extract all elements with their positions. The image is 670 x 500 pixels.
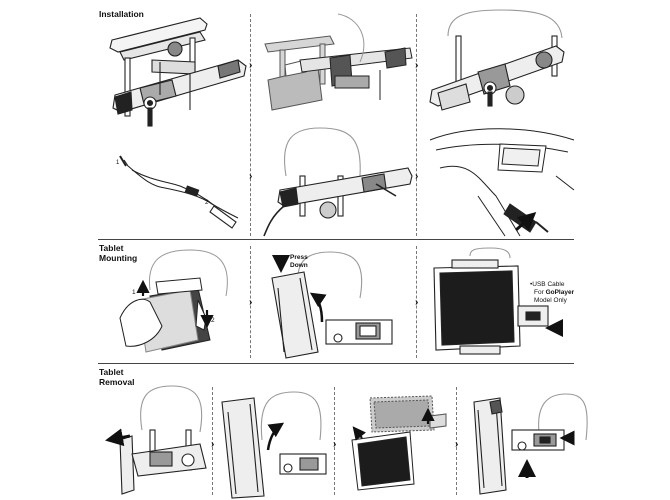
installation-title: Installation [99,9,144,19]
arrow-up-left-icon [352,426,367,441]
removal-step1-illustration [119,385,207,495]
divider-removal-3 [456,387,457,495]
tablet-mounting-title-line1: Tablet [99,243,124,253]
removal-step4-illustration [473,393,588,495]
install-step5-illustration [263,127,413,237]
removal-step2-illustration [221,391,327,499]
arrow-up-right-icon [515,212,537,232]
chevron-right-icon: › [455,439,459,450]
divider-removal [98,363,574,364]
tablet-mounting-title-line2: Mounting [99,253,138,263]
install-step3-illustration [429,9,565,111]
chevron-right-icon: › [249,60,253,71]
cable-end-1-label: 1 [116,160,120,166]
press-down-label: Press Down [290,254,310,269]
chevron-right-icon: › [415,60,419,71]
step-1-label: 1 [132,289,136,296]
install-cable-illustration [119,155,239,229]
step-2-label: 2 [211,317,215,324]
tablet-mounting-title: Tablet Mounting [99,243,137,263]
chevron-right-icon: › [211,439,215,450]
arrow-curve-icon [266,422,285,451]
tablet-removal-title: Tablet Removal [99,367,134,387]
mount-step2-illustration [271,251,393,359]
divider-mount-1 [250,246,251,358]
chevron-right-icon: › [333,439,337,450]
mount-step3-illustration [433,247,549,355]
arrow-curve-up-icon [309,292,327,323]
chevron-right-icon: › [249,171,253,182]
removal-step3-illustration [351,395,447,491]
arrow-left-icon [105,428,131,447]
install-step1-illustration [109,17,247,127]
divider-install-1 [250,14,251,236]
tablet-removal-title-line2: Removal [99,377,135,387]
chevron-right-icon: › [415,297,419,308]
tablet-removal-title-line1: Tablet [99,367,124,377]
divider-mounting [98,239,574,240]
install-step2-illustration [264,13,413,111]
divider-removal-2 [334,387,335,495]
chevron-right-icon: › [249,297,253,308]
mount-step1-illustration [119,249,228,353]
divider-mount-2 [416,246,417,358]
chevron-right-icon: › [415,171,419,182]
usb-cable-note: •USB Cable For GoPlayer Model Only [530,281,576,304]
divider-install-2 [416,14,417,236]
cable-end-2-label: 2 [205,200,209,206]
divider-removal-1 [212,387,213,495]
install-step6-illustration [429,128,575,237]
